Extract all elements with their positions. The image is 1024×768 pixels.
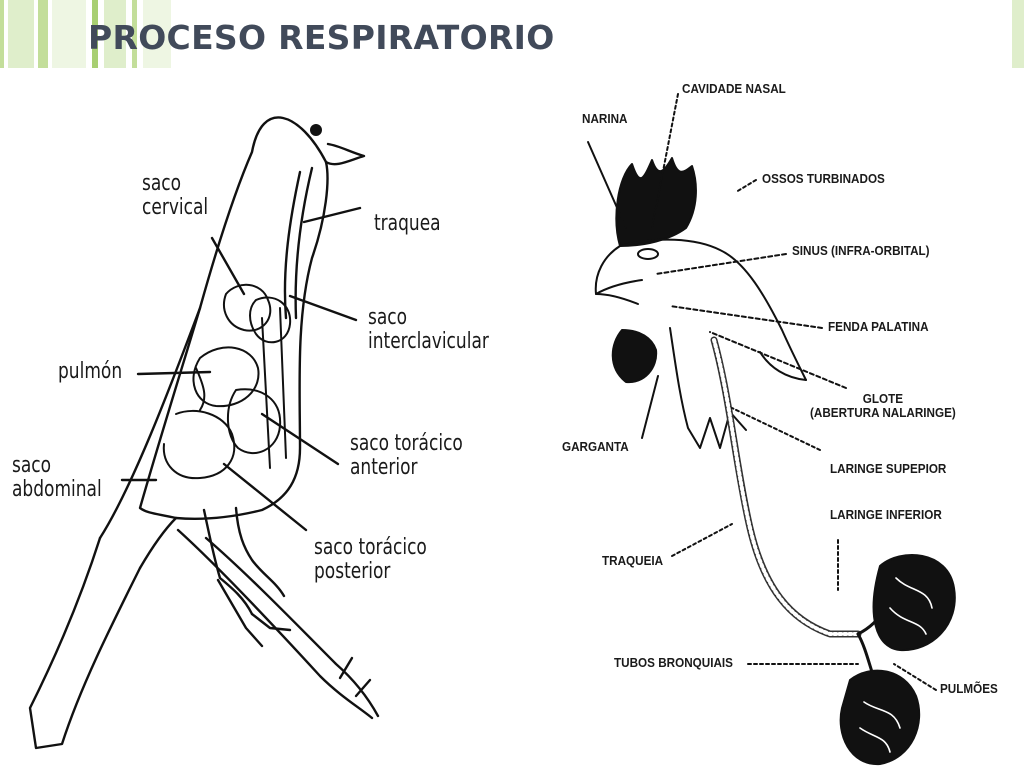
label-saco-abdominal: saco abdominal [12,453,102,502]
label-laringe-superior: LARINGE SUPEPIOR [830,461,947,476]
label-sinus: SINUS (INFRA-ORBITAL) [792,243,930,258]
label-saco-toracico-anterior: saco torácico anterior [350,431,463,480]
label-glote: GLOTE (ABERTURA NALARINGE) [810,391,956,421]
label-saco-interclavicular: saco interclavicular [368,305,489,354]
pigeon-illustration [28,116,380,750]
label-cavidade-nasal: CAVIDADE NASAL [682,81,786,96]
rooster-illustration [587,93,956,766]
decorative-stripe [8,0,34,68]
label-tubos-bronquiais: TUBOS BRONQUIAIS [614,655,733,670]
decorative-stripe [1012,0,1024,68]
bird-air-sacs-diagram: saco cervical traquea saco interclavicul… [0,68,560,768]
label-traquea: traquea [374,211,441,236]
decorative-stripe [52,0,86,68]
label-laringe-inferior: LARINGE INFERIOR [830,507,942,522]
page-title: PROCESO RESPIRATORIO [88,18,555,57]
decorative-stripe [92,0,98,68]
decorative-stripe [0,0,4,68]
label-narina: NARINA [582,111,628,126]
label-garganta: GARGANTA [562,439,629,454]
decorative-stripe [143,0,171,68]
rooster-respiratory-diagram: CAVIDADE NASAL NARINA OSSOS TURBINADOS S… [560,68,1024,768]
label-traqueia: TRAQUEIA [602,553,664,568]
decorative-stripe [104,0,126,68]
label-saco-toracico-posterior: saco torácico posterior [314,535,427,584]
label-pulmon: pulmón [58,359,123,384]
label-saco-cervical: saco cervical [142,171,209,220]
label-ossos-turbinados: OSSOS TURBINADOS [762,171,885,186]
decorative-stripe [132,0,137,68]
label-pulmoes: PULMÕES [940,681,998,696]
decorative-stripe [38,0,48,68]
label-fenda-palatina: FENDA PALATINA [828,319,929,334]
